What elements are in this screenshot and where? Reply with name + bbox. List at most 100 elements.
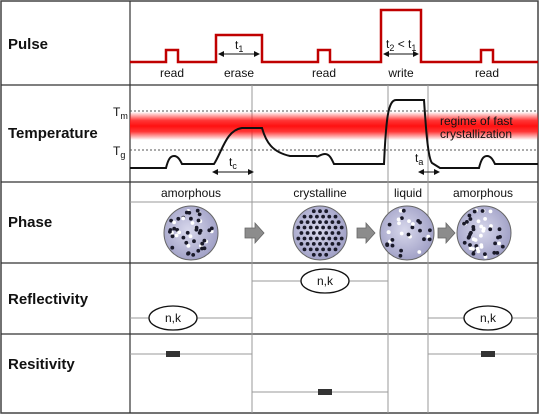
atom-dot: [339, 236, 344, 241]
tc-arrowhead-right: [248, 169, 254, 175]
atom-dot: [406, 232, 411, 237]
atom-dot: [296, 225, 301, 230]
atom-dot: [302, 214, 307, 219]
atom-dot: [318, 220, 322, 225]
atom-dot: [318, 209, 322, 214]
atom-dot: [185, 230, 190, 235]
atom-dot: [479, 224, 484, 229]
nk-bubble-amorphous-1: [148, 305, 198, 331]
atom-dot: [196, 218, 201, 223]
atom-dot: [327, 214, 332, 219]
atom-dot: [311, 220, 316, 225]
pulse-waveform: [130, 8, 538, 64]
atom-dot: [390, 243, 395, 248]
atom-dot: [302, 236, 307, 241]
atom-dot: [398, 253, 403, 258]
atom-dot: [321, 236, 325, 241]
row-label-temperature: Temperature: [8, 125, 98, 142]
atom-dot: [305, 220, 310, 225]
atom-dot: [400, 216, 404, 221]
atom-dot: [168, 229, 172, 234]
atom-dot: [308, 236, 313, 241]
atom-circle-liquid: [379, 205, 435, 261]
phase-label-amorphous-1: amorphous: [161, 186, 221, 200]
atom-dot: [387, 222, 392, 227]
ta-arrowhead-left: [418, 169, 424, 175]
nk-bubble-crystalline: [300, 268, 350, 294]
atom-dot: [488, 209, 493, 214]
t1-arrowhead-right: [254, 51, 260, 57]
atom-dot: [302, 247, 307, 252]
atom-dot: [170, 234, 175, 239]
atom-dot: [390, 238, 395, 242]
atom-dot: [469, 230, 473, 235]
atom-dot: [321, 247, 325, 252]
atom-dot: [401, 208, 406, 213]
atom-dot: [330, 231, 335, 235]
atom-dot: [472, 209, 477, 214]
resistivity-marker-crystalline: [318, 389, 332, 395]
atom-dot: [198, 228, 203, 233]
atom-dot: [465, 220, 469, 224]
atom-dot: [299, 231, 304, 235]
atom-dot: [488, 227, 493, 232]
nk-label-amorphous-2: n,k: [480, 311, 497, 325]
atom-dot: [479, 233, 483, 238]
atom-dot: [315, 225, 319, 230]
tc-arrowhead-left: [212, 169, 218, 175]
atom-dot: [194, 227, 199, 232]
atom-dot: [333, 236, 338, 241]
atom-dot: [202, 246, 207, 251]
nk-label-amorphous-1: n,k: [165, 311, 182, 325]
arrow-right-icon: [356, 221, 376, 245]
atom-dot: [184, 240, 189, 245]
atom-dot: [396, 217, 401, 222]
atom-dot: [195, 208, 200, 213]
atom-dot: [184, 210, 189, 215]
arrow-right-icon: [244, 221, 265, 245]
atom-dot: [386, 230, 391, 235]
atom-dot: [192, 239, 196, 244]
row-label-phase: Phase: [8, 214, 52, 231]
atom-dot: [399, 248, 403, 253]
atom-dot: [324, 242, 329, 246]
phase-label-amorphous-2: amorphous: [453, 186, 513, 200]
atom-dot: [500, 244, 505, 249]
atom-dot: [497, 241, 501, 246]
ta-label: ta: [415, 151, 423, 167]
resistivity-marker-amorphous-2: [481, 351, 495, 357]
atom-dot: [318, 231, 322, 235]
atom-dot: [315, 214, 319, 219]
atom-dot: [467, 234, 472, 239]
atom-dot: [321, 214, 325, 219]
atom-dot: [311, 242, 316, 246]
atom-dot: [410, 225, 415, 230]
ta-arrowhead-right: [434, 169, 440, 175]
temperature-curve: [130, 99, 538, 169]
atom-dot: [327, 225, 332, 230]
atom-dot: [471, 251, 476, 256]
fast-crystallization-band: [130, 112, 538, 140]
atom-dot: [308, 225, 313, 230]
atom-dot: [299, 220, 304, 225]
atom-dot: [324, 220, 329, 225]
atom-dot: [476, 219, 481, 224]
atom-dot: [186, 251, 190, 256]
atom-dot: [209, 226, 214, 231]
atom-dot: [327, 236, 332, 241]
tc-label: tc: [229, 155, 237, 171]
arrow-right-icon: [437, 221, 456, 245]
t1-label: t1: [235, 38, 243, 54]
atom-dot: [468, 243, 472, 247]
t2-label: t2 < t1: [386, 37, 416, 53]
pulse-label-read-1: read: [160, 66, 184, 80]
atom-dot: [324, 209, 329, 214]
atom-circle-amorphous-1: [163, 205, 219, 261]
atom-dot: [299, 242, 304, 246]
atom-dot: [398, 208, 403, 213]
atom-dot: [476, 249, 481, 254]
atom-dot: [483, 217, 487, 221]
atom-dot: [471, 225, 476, 229]
phase-label-liquid: liquid: [394, 186, 422, 200]
atom-dot: [495, 251, 500, 255]
